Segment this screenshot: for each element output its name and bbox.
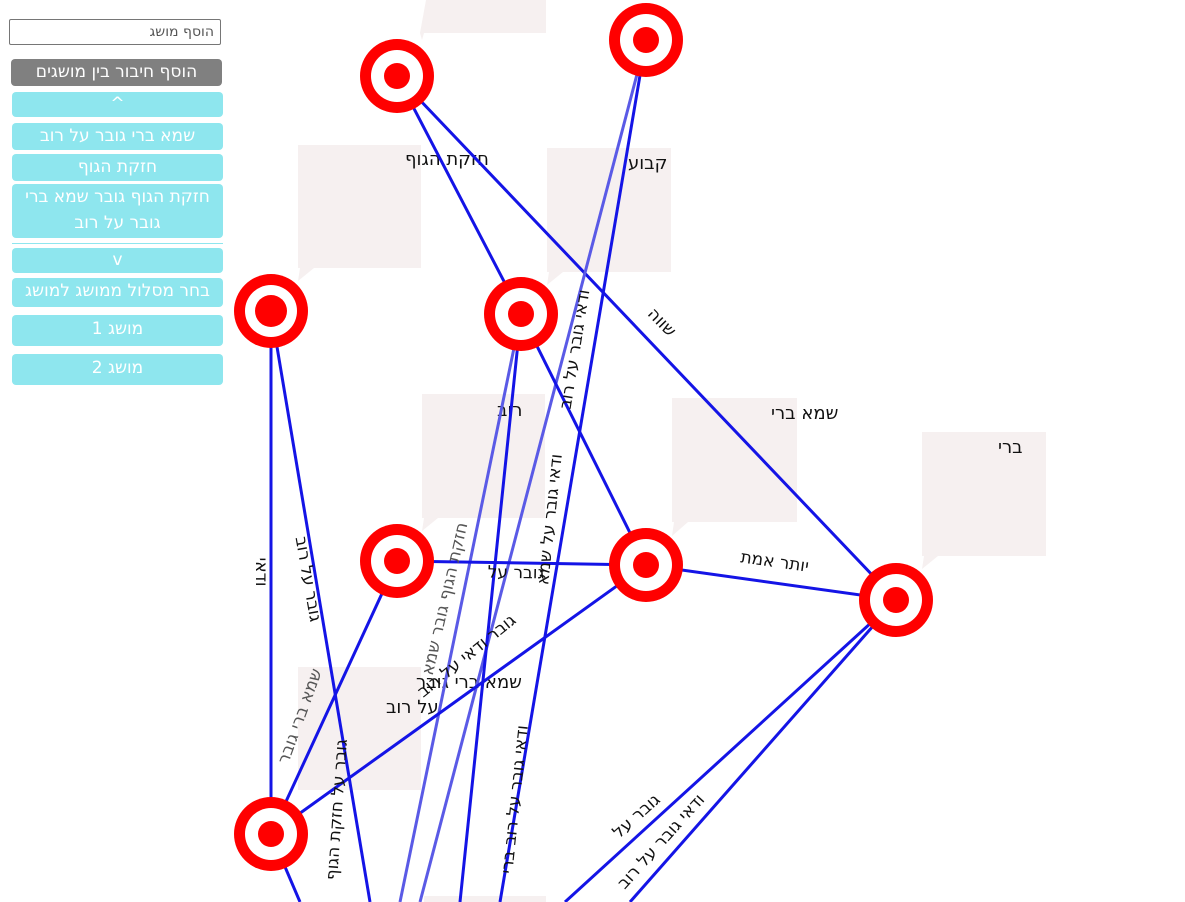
- concept-node[interactable]: [234, 797, 308, 871]
- concept-note[interactable]: חזקת הגוף: [298, 145, 489, 281]
- concept-link[interactable]: [519, 313, 648, 566]
- concept-link[interactable]: [458, 313, 523, 902]
- concept-note-text: חזקת הגוף: [405, 149, 489, 170]
- concept-link[interactable]: [418, 39, 648, 902]
- concept-note[interactable]: [420, 0, 546, 40]
- concept-link[interactable]: [395, 75, 523, 315]
- link-labels: שווה ודאי גובר על רוב גובר על ודאי גובר …: [251, 288, 810, 893]
- concept-node[interactable]: [609, 3, 683, 77]
- concept-note-text: ברי: [998, 437, 1023, 458]
- control-panel: הוסף חיבור בין מושגים ^ שמא ברי גובר על …: [0, 0, 235, 902]
- add-concept-input[interactable]: [9, 19, 221, 45]
- path-up-button[interactable]: ^: [12, 92, 223, 117]
- concept-note[interactable]: שמא ברי: [672, 398, 838, 536]
- path-item-1[interactable]: שמא ברי גובר על רוב: [12, 123, 223, 150]
- concept-link[interactable]: [269, 310, 372, 902]
- concept-note-text: שמא ברי: [771, 403, 838, 424]
- concept-link[interactable]: [396, 559, 647, 567]
- concept-note[interactable]: [424, 896, 546, 902]
- concept-nodes: [234, 3, 933, 871]
- link-label: ודאי גובר על רוב ברי: [497, 724, 533, 875]
- concept-link[interactable]: [628, 599, 898, 902]
- concept-link[interactable]: [645, 563, 897, 602]
- concept-link[interactable]: [270, 563, 647, 836]
- concept-link[interactable]: [395, 74, 898, 602]
- link-label: גובר על: [488, 563, 545, 584]
- concept-note-text: קבוע: [628, 153, 667, 174]
- concept-link[interactable]: [563, 598, 898, 902]
- path-item-2[interactable]: חזקת הגוף: [12, 154, 223, 181]
- path-down-button[interactable]: v: [12, 248, 223, 273]
- choose-path-button[interactable]: בחר מסלול ממושג למושג: [12, 278, 223, 307]
- concept-node[interactable]: [234, 274, 308, 348]
- concept-node[interactable]: [859, 563, 933, 637]
- concept-note[interactable]: קבוע: [547, 148, 671, 285]
- concept-links: [269, 39, 898, 902]
- concept-link[interactable]: [398, 313, 523, 902]
- add-link-button[interactable]: הוסף חיבור בין מושגים: [11, 59, 222, 86]
- link-label: גובר על רוב: [291, 535, 326, 623]
- path-item-3[interactable]: חזקת הגוף גובר שמא ברי גובר על רוב: [12, 184, 223, 238]
- concept-node[interactable]: [360, 524, 434, 598]
- concept-note[interactable]: ברי: [922, 432, 1046, 569]
- concept-node[interactable]: [609, 528, 683, 602]
- concept1-button[interactable]: מושג 1: [12, 315, 223, 346]
- link-label: יותר אמת: [739, 547, 810, 576]
- path-separator: [12, 243, 223, 244]
- link-label: ודאי: [251, 557, 271, 586]
- concept-notes: חזקת הגוף קבוע רוב שמא ברי ברי שמא ברי ג…: [298, 0, 1046, 902]
- concept-node[interactable]: [484, 277, 558, 351]
- link-label: שווה: [643, 304, 680, 341]
- link-label: ודאי גובר על רוב: [556, 288, 595, 410]
- concept-link[interactable]: [269, 560, 399, 835]
- concept2-button[interactable]: מושג 2: [12, 354, 223, 385]
- concept-link[interactable]: [498, 39, 648, 902]
- concept-node[interactable]: [360, 39, 434, 113]
- concept-note[interactable]: רוב: [422, 394, 545, 531]
